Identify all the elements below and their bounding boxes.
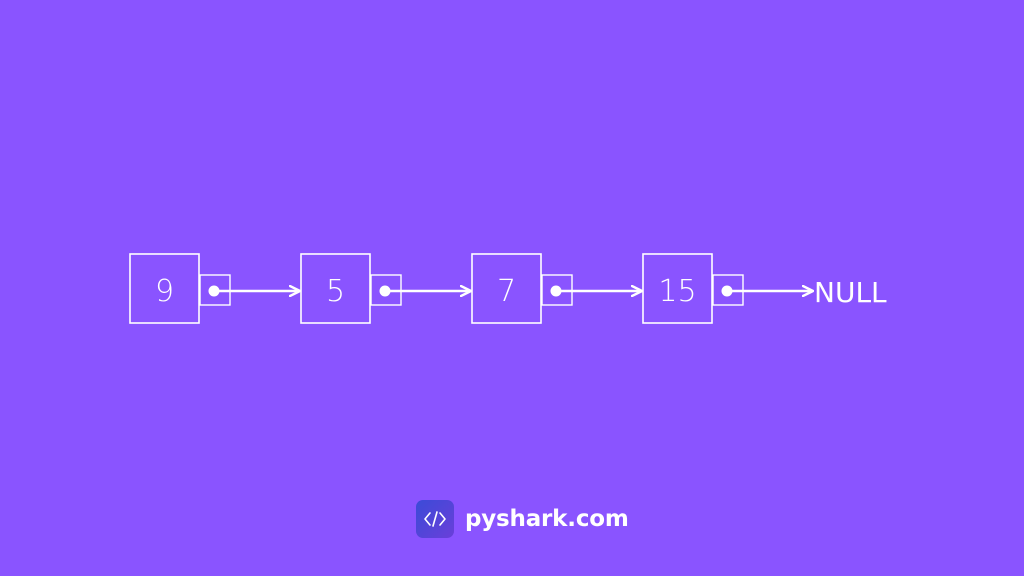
pyshark-logo: pyshark.com <box>416 500 629 538</box>
node-value-box <box>471 253 542 324</box>
logo-text: pyshark.com <box>465 506 629 532</box>
node-value-box <box>129 253 200 324</box>
list-node: 5 <box>300 253 470 324</box>
list-node: 9 <box>129 253 299 324</box>
node-value-box <box>642 253 713 324</box>
list-node: 15 <box>642 253 812 324</box>
node-value-label: 7 <box>497 274 516 309</box>
node-value-label: 9 <box>155 274 174 309</box>
code-brackets-icon <box>416 500 454 538</box>
null-terminal-label: NULL <box>814 276 887 309</box>
list-node: 7 <box>471 253 641 324</box>
node-value-box <box>300 253 371 324</box>
node-value-label: 5 <box>326 274 345 309</box>
node-value-label: 15 <box>658 274 696 309</box>
